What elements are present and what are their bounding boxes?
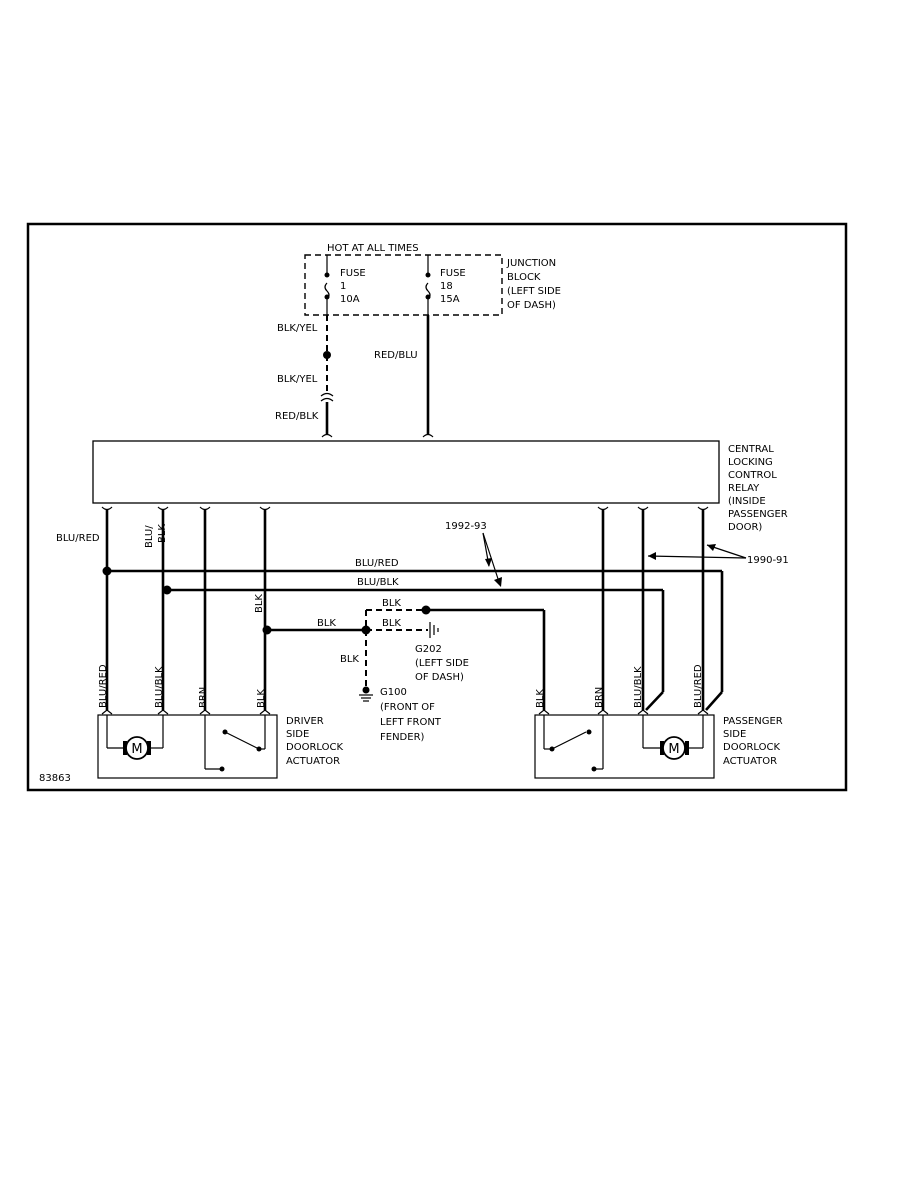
relay-name-line3: CONTROL: [728, 470, 777, 481]
g202-label-line2: (LEFT SIDE: [415, 658, 469, 669]
relay-name-line4: RELAY: [728, 483, 760, 494]
junction-block: HOT AT ALL TIMES FUSE 1 10A FUSE 18 15A …: [304, 243, 561, 316]
splice-dot: [102, 566, 112, 576]
passenger-pin-label-3: BLU/BLK: [633, 666, 644, 708]
splice-dot: [262, 625, 272, 635]
driver-actuator-name-line4: ACTUATOR: [286, 756, 340, 767]
motor-icon: [662, 736, 686, 760]
wire-label-blk-left-splice: BLK: [317, 618, 336, 629]
g202-label-line1: G202: [415, 644, 442, 655]
driver-actuator-name-line3: DOORLOCK: [286, 742, 343, 753]
passenger-pin-label-2: BRN: [594, 687, 605, 708]
driver-actuator: M: [97, 709, 278, 779]
driver-actuator-name-line1: DRIVER: [286, 716, 324, 727]
passenger-actuator-name-line3: DOORLOCK: [723, 742, 780, 753]
driver-pin-label-1: BLU/RED: [98, 664, 109, 708]
wire-label-blk-lower-dashed: BLK: [382, 618, 401, 629]
splice-dot: [362, 686, 370, 694]
fuse-18-label-line2: 18: [440, 281, 453, 292]
fuse-1-label-line3: 10A: [340, 294, 360, 305]
wire-label-blu-red-left: BLU/RED: [56, 533, 100, 544]
driver-pin-label-2: BLU/BLK: [154, 666, 165, 708]
relay-name-line7: DOOR): [728, 522, 762, 533]
hot-at-all-times-label: HOT AT ALL TIMES: [327, 243, 419, 254]
driver-actuator-box: [97, 714, 278, 779]
motor-symbol-driver: M: [131, 742, 142, 757]
splice-dot: [162, 585, 172, 595]
year-label-1990-91: 1990-91: [747, 555, 789, 566]
wire-label-blk-yel: BLK/YEL: [277, 323, 318, 334]
wire-label-blk-ground-vertical: BLK: [340, 654, 359, 665]
wire-label-blu-red-bus: BLU/RED: [355, 558, 399, 569]
wire-label-blk-small: BLK: [157, 524, 168, 543]
year-arrows-1990-91: [647, 544, 747, 560]
feed-wire-red-blu: [422, 315, 434, 438]
junction-block-outline: [304, 254, 503, 316]
relay-name-line5: (INSIDE: [728, 496, 766, 507]
passenger-actuator-name-line2: SIDE: [723, 729, 746, 740]
junction-block-name-line3: (LEFT SIDE: [507, 286, 561, 297]
splice-dot: [323, 351, 331, 359]
junction-block-name-line2: BLOCK: [507, 272, 541, 283]
passenger-pin-label-1: BLK: [535, 689, 546, 708]
relay-name-line2: LOCKING: [728, 457, 773, 468]
ground-symbol-g100: [359, 694, 373, 702]
year-label-1992-93: 1992-93: [445, 521, 487, 532]
relay-name-line6: PASSENGER: [728, 509, 788, 520]
wire-label-blu-blk-bus: BLU/BLK: [357, 577, 399, 588]
motor-body: [123, 741, 127, 755]
g100-label-line2: (FRONT OF: [380, 702, 435, 713]
year-arrows-1992-93: [482, 532, 502, 587]
ground-wiring: [262, 605, 546, 710]
wire-label-blk-upper-dashed: BLK: [382, 598, 401, 609]
relay-name-line1: CENTRAL: [728, 444, 774, 455]
diagram-frame: [26, 222, 848, 792]
fuse-1-label-line1: FUSE: [340, 268, 366, 279]
passenger-actuator-name-line4: ACTUATOR: [723, 756, 777, 767]
relay-output-pins: [101, 506, 709, 511]
wire-label-red-blu: RED/BLU: [374, 350, 418, 361]
wire-label-red-blk: RED/BLK: [275, 411, 319, 422]
driver-pin-label-3: BRN: [198, 687, 209, 708]
junction-block-name-line4: OF DASH): [507, 300, 556, 311]
motor-body: [660, 741, 664, 755]
central-locking-relay-box: [92, 440, 720, 504]
wire-label-blk-yel-2: BLK/YEL: [277, 374, 318, 385]
g100-label-line1: G100: [380, 687, 407, 698]
passenger-actuator-box: [534, 714, 715, 779]
driver-actuator-name-line2: SIDE: [286, 729, 309, 740]
fuse-18-label-line1: FUSE: [440, 268, 466, 279]
figure-id: 83863: [39, 773, 71, 784]
g100-label-line4: FENDER): [380, 732, 425, 743]
ground-symbol-g202: [429, 622, 439, 638]
passenger-pin-label-4: BLU/RED: [693, 664, 704, 708]
motor-icon: [125, 736, 149, 760]
bus-blu-blk: [162, 510, 665, 711]
bus-blu-red: [102, 510, 724, 711]
g202-label-line3: OF DASH): [415, 672, 464, 683]
passenger-actuator: M: [534, 709, 715, 779]
feed-wire-blk-yel: [320, 315, 334, 438]
fuse-1-symbol: [324, 255, 330, 315]
connector-symbol: [320, 392, 334, 402]
motor-symbol-passenger: M: [668, 742, 679, 757]
wire-label-blk-vertical: BLK: [254, 594, 265, 613]
driver-pin-label-4: BLK: [256, 689, 267, 708]
fuse-18-symbol: [425, 255, 431, 315]
fuse-18-label-line3: 15A: [440, 294, 460, 305]
junction-block-name-line1: JUNCTION: [506, 258, 556, 269]
passenger-actuator-name-line1: PASSENGER: [723, 716, 783, 727]
g100-label-line3: LEFT FRONT: [380, 717, 442, 728]
fuse-1-label-line2: 1: [340, 281, 346, 292]
switch-contact: [586, 729, 592, 735]
wire-label-blu-slash: BLU/: [144, 525, 155, 548]
